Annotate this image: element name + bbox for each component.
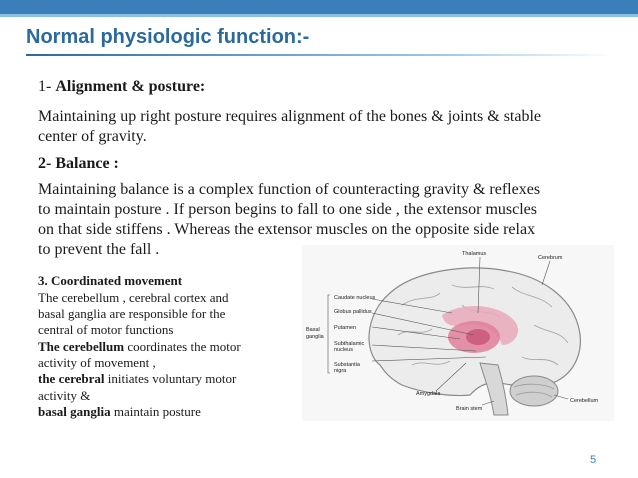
label-brain-stem: Brain stem — [456, 406, 483, 412]
label-globus-pallidus: Globus pallidus — [334, 309, 372, 315]
slide-title: Normal physiologic function:- — [26, 26, 310, 48]
coordination-line-1: The cerebellum , cerebral cortex and — [38, 290, 229, 305]
coordination-heading: 3. Coordinated movement — [38, 273, 183, 288]
title-underline — [26, 54, 614, 56]
alignment-heading: Alignment & posture: — [55, 78, 206, 95]
coordination-line-6: the cerebral initiates voluntary motor — [38, 371, 288, 387]
coordination-line-3: central of motor functions — [38, 322, 174, 337]
coordination-line-8: basal ganglia maintain posture — [38, 404, 288, 420]
balance-text-4: to prevent the fall . — [38, 241, 160, 258]
balance-heading: 2- Balance : — [38, 155, 119, 172]
label-ganglia: ganglia — [306, 334, 325, 340]
top-accent-fade — [0, 14, 638, 17]
label-subthalamic: Subthalamic — [334, 341, 365, 347]
coordination-line-4: The cerebellum coordinates the motor — [38, 339, 288, 355]
label-cerebrum: Cerebrum — [538, 255, 563, 261]
cerebellum-term: The cerebellum — [38, 339, 125, 354]
globus-pallidus-shape — [466, 329, 490, 345]
cerebral-term: the cerebral — [38, 371, 105, 386]
brain-figure: Thalamus Cerebrum Caudate nucleus Globus… — [302, 245, 614, 421]
cerebellum-shape — [509, 375, 559, 407]
basal-ganglia-term: basal ganglia — [38, 404, 111, 419]
coordination-line-2: basal ganglia are responsible for the — [38, 306, 226, 321]
label-substantia: Substantia — [334, 362, 361, 368]
coordination-line-8-rest: maintain posture — [110, 404, 201, 419]
brainstem-shape — [479, 362, 509, 416]
label-caudate-nucleus: Caudate nucleus — [334, 295, 376, 301]
page-number: 5 — [590, 454, 597, 466]
label-substantia-nigra: nigra — [334, 368, 347, 374]
brain-diagram: Thalamus Cerebrum Caudate nucleus Globus… — [306, 251, 599, 416]
label-basal: Basal — [306, 327, 320, 333]
label-subthalamic-nucleus: nucleus — [334, 347, 353, 353]
alignment-text-1: Maintaining up right posture requires al… — [38, 108, 542, 125]
balance-text-1: Maintaining balance is a complex functio… — [38, 181, 541, 198]
coordination-line-5: activity of movement , — [38, 355, 156, 370]
label-putamen: Putamen — [334, 325, 356, 331]
balance-text-3: on that side stiffens . Whereas the exte… — [38, 221, 536, 238]
alignment-prefix: 1- — [38, 78, 56, 95]
alignment-heading-line: 1- Alignment & posture: — [38, 77, 205, 97]
alignment-text-2: center of gravity. — [38, 128, 147, 145]
label-cerebellum: Cerebellum — [570, 398, 599, 404]
balance-text-2: to maintain posture . If person begins t… — [38, 201, 537, 218]
coordination-line-4-rest: coordinates the motor — [124, 339, 241, 354]
coordination-line-6-rest: initiates voluntary motor — [104, 371, 237, 386]
label-amygdala: Amygdala — [416, 391, 441, 397]
coordination-line-7: activity & — [38, 388, 91, 403]
label-thalamus: Thalamus — [462, 251, 486, 257]
top-accent-bar — [0, 0, 638, 14]
